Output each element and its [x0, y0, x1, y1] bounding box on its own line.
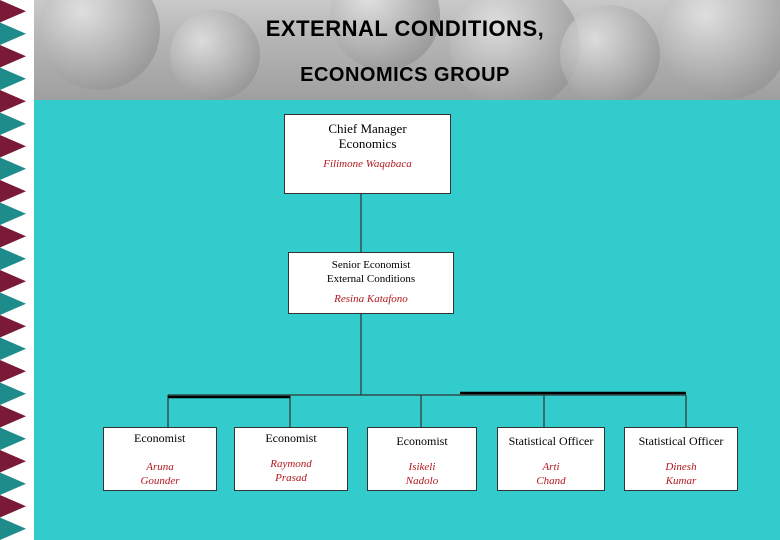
stripe-triangle [0, 337, 26, 360]
stripe-triangle [0, 517, 26, 540]
staff-name-line2: Gounder [140, 475, 180, 487]
page-subtitle: ECONOMICS GROUP [300, 64, 510, 86]
senior-role-line2: External Conditions [326, 273, 416, 285]
stripe-triangle [0, 135, 26, 158]
senior-economist-box: Senior Economist External Conditions Res… [288, 252, 454, 314]
chief-name: Filimone Waqabaca [323, 158, 412, 170]
stripe-triangle [0, 225, 26, 248]
coin-banner [0, 0, 780, 100]
chief-role-line1: Chief Manager [328, 121, 407, 136]
coin-image [170, 10, 260, 100]
coin-image [560, 5, 660, 100]
staff-name-line2: Kumar [665, 475, 697, 487]
staff-role: Statistical Officer [638, 434, 724, 448]
stripe-triangle [0, 157, 26, 180]
staff-name-line1: Dinesh [665, 461, 697, 473]
stripe-triangle [0, 247, 26, 270]
senior-role-line1: Senior Economist [331, 259, 411, 271]
stripe-triangle [0, 292, 26, 315]
stripe-triangle [0, 0, 26, 23]
stripe-triangle [0, 315, 26, 338]
stripe-triangle [0, 112, 26, 135]
staff-name-line1: Arti [542, 461, 560, 473]
decorative-stripe [0, 0, 34, 540]
page-title: EXTERNAL CONDITIONS, [265, 16, 545, 41]
staff-name-line2: Nadolo [405, 475, 439, 487]
staff-box-statistical-officer-2: Statistical Officer Dinesh Kumar [624, 427, 738, 491]
staff-box-statistical-officer-1: Statistical Officer Arti Chand [497, 427, 605, 491]
staff-name-line1: Raymond [270, 458, 312, 470]
stripe-triangle [0, 450, 26, 473]
stripe-triangle [0, 472, 26, 495]
stripe-triangle [0, 180, 26, 203]
stripe-triangle [0, 360, 26, 383]
staff-name-line2: Chand [536, 475, 566, 487]
stripe-triangle [0, 90, 26, 113]
chief-role-line2: Economics [338, 136, 397, 151]
staff-name-line2: Prasad [275, 472, 307, 484]
stripe-triangle [0, 45, 26, 68]
staff-box-economist-1: Economist Aruna Gounder [103, 427, 217, 491]
stripe-triangle [0, 382, 26, 405]
staff-role: Statistical Officer [508, 434, 594, 448]
coin-image [450, 0, 580, 100]
stripe-triangle [0, 405, 26, 428]
stripe-triangle [0, 22, 26, 45]
staff-name-line1: Aruna [146, 461, 174, 473]
stripe-triangle [0, 427, 26, 450]
staff-box-economist-3: Economist Isikeli Nadolo [367, 427, 477, 491]
stripe-triangle [0, 495, 26, 518]
stripe-triangle [0, 270, 26, 293]
stripe-triangle [0, 67, 26, 90]
staff-name-line1: Isikeli [408, 461, 436, 473]
staff-role: Economist [265, 431, 317, 445]
senior-name: Resina Katafono [334, 293, 408, 305]
stripe-triangle [0, 202, 26, 225]
chief-manager-box: Chief Manager Economics Filimone Waqabac… [284, 114, 451, 194]
staff-role: Economist [396, 434, 448, 448]
staff-box-economist-2: Economist Raymond Prasad [234, 427, 348, 491]
staff-role: Economist [134, 431, 186, 445]
